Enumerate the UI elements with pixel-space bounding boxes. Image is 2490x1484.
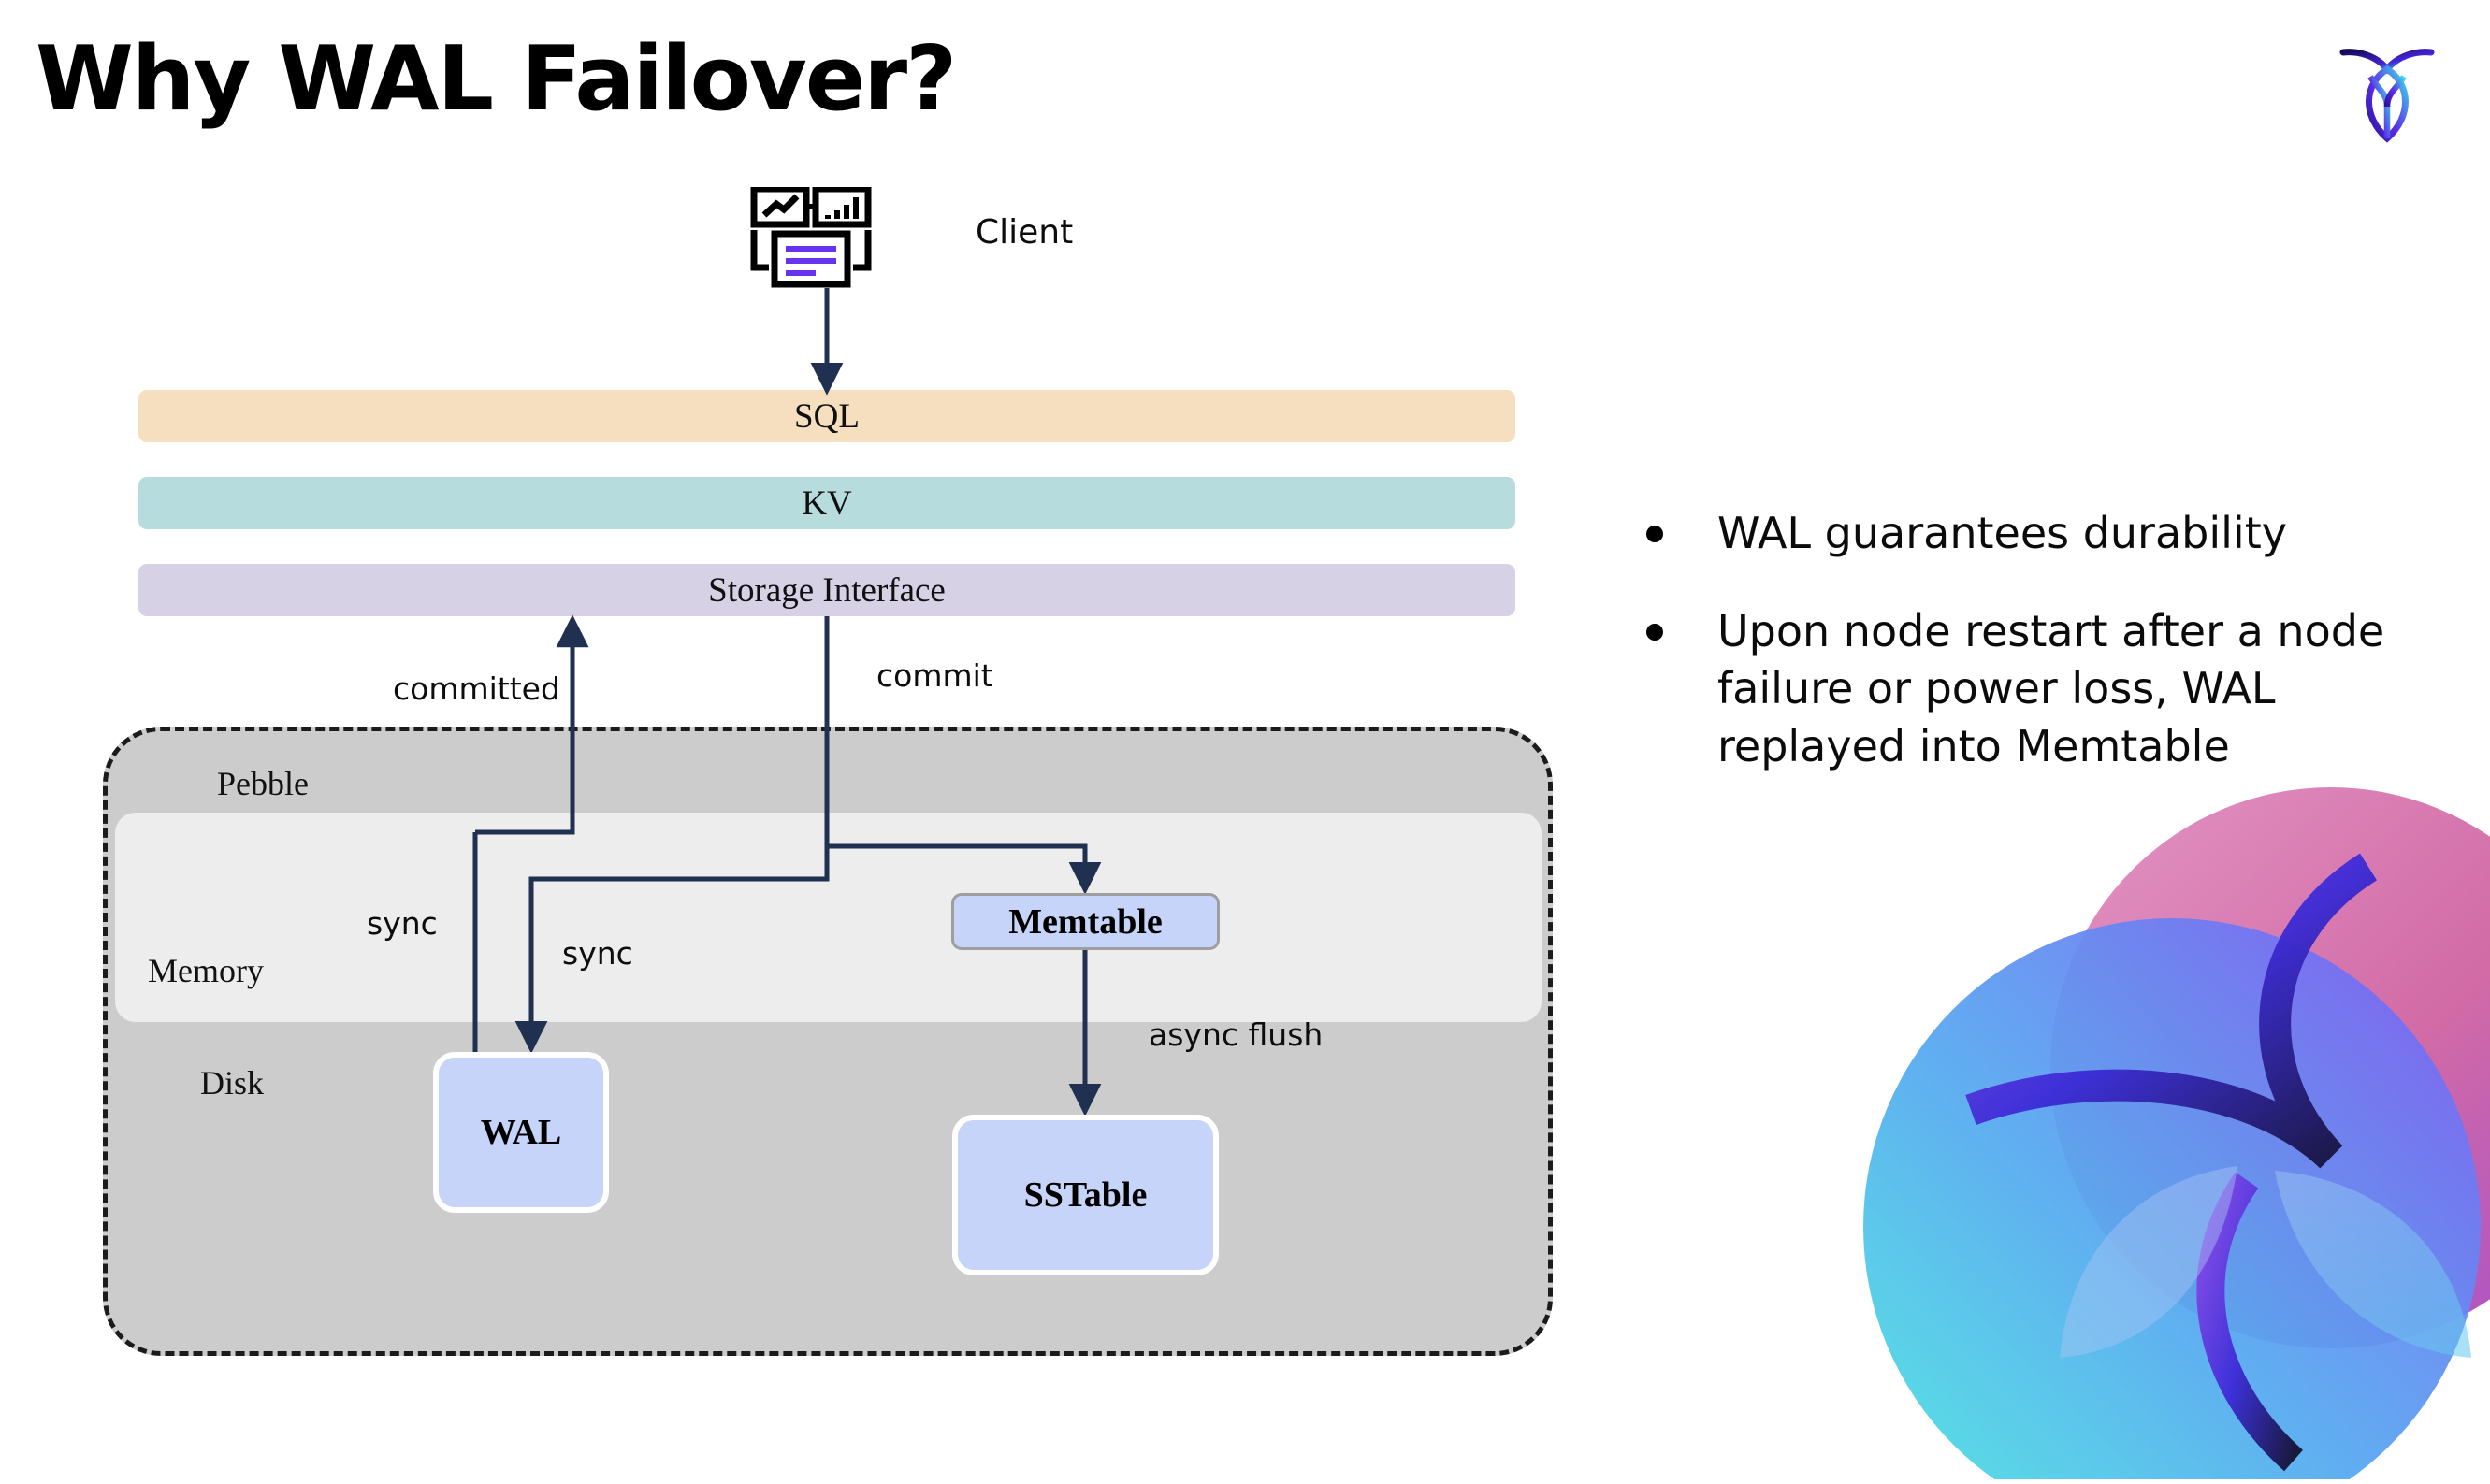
client-label: Client [976, 213, 1074, 252]
layer-bar-sql-label: SQL [794, 396, 860, 436]
pebble-label: Pebble [217, 765, 309, 802]
node-wal-label: WAL [480, 1113, 562, 1152]
layer-bar-kv-label: KV [802, 483, 852, 523]
node-sstable-label: SSTable [1023, 1175, 1148, 1215]
list-item: Upon node restart after a node failure o… [1646, 603, 2413, 775]
edge-label-committed: committed [393, 670, 560, 707]
client-dashboard-icon [748, 185, 898, 290]
layer-bar-kv: KV [138, 477, 1515, 529]
bullet-text: Upon node restart after a node failure o… [1717, 606, 2385, 771]
node-memtable: Memtable [951, 893, 1220, 950]
bullet-dot-icon [1646, 624, 1663, 641]
layer-bar-sql: SQL [138, 390, 1515, 442]
edge-label-async-flush: async flush [1149, 1016, 1324, 1053]
bullet-dot-icon [1646, 526, 1663, 542]
memory-label: Memory [148, 952, 264, 989]
disk-label: Disk [200, 1064, 265, 1102]
decorative-corner-graphic [1807, 787, 2490, 1484]
edge-label-commit: commit [876, 657, 993, 694]
edge-label-sync-1: sync [367, 905, 438, 942]
edge-label-sync-2: sync [562, 935, 633, 972]
node-sstable: SSTable [952, 1115, 1219, 1275]
cockroachdb-logo [2336, 36, 2439, 143]
page-title: Why WAL Failover? [36, 28, 957, 131]
memory-region [115, 813, 1542, 1022]
architecture-diagram: Client SQL KV Storage Interface Pebble M… [103, 185, 1553, 1356]
bullet-list: WAL guarantees durability Upon node rest… [1646, 505, 2413, 816]
bullet-text: WAL guarantees durability [1717, 508, 2287, 558]
list-item: WAL guarantees durability [1646, 505, 2413, 562]
node-memtable-label: Memtable [1008, 901, 1163, 942]
node-wal: WAL [433, 1052, 609, 1213]
layer-bar-storage-interface: Storage Interface [138, 564, 1515, 616]
layer-bar-storage-interface-label: Storage Interface [708, 570, 946, 610]
